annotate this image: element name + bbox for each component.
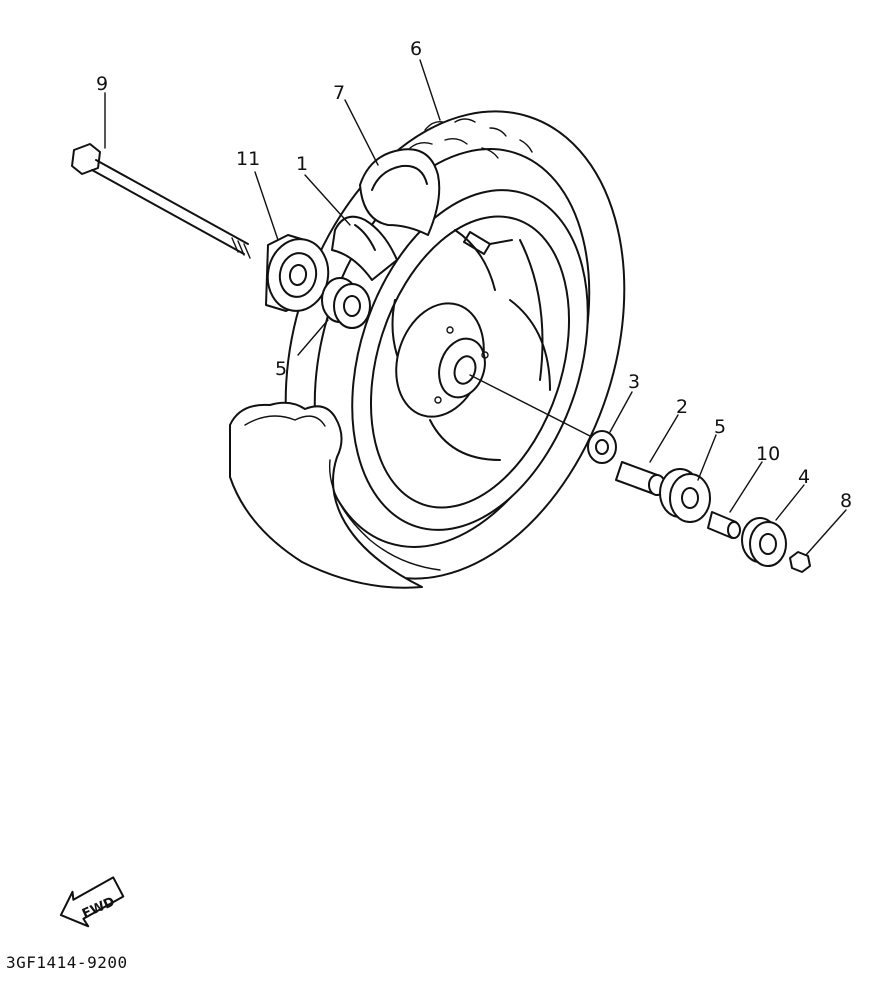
part-labels: 9 11 1 7 6 5 3 2 5 10 4 8: [96, 38, 852, 512]
part-label-1: 1: [296, 153, 308, 175]
oil-seal-part-4: [741, 517, 787, 567]
bearing-left: [321, 277, 371, 329]
part-label-5-left: 5: [275, 358, 287, 380]
drawing-code: 3GF1414-9200: [6, 953, 128, 972]
collar-part-3: [587, 430, 617, 464]
axle-bolt: [71, 143, 251, 259]
tube-part-7: [359, 148, 441, 236]
part-label-3: 3: [628, 371, 640, 393]
part-label-11: 11: [236, 148, 260, 170]
spacer-part-2: [615, 461, 666, 496]
part-label-7: 7: [333, 82, 345, 104]
part-label-4: 4: [798, 466, 810, 488]
wheel-hub: [395, 302, 489, 418]
part-label-10: 10: [756, 443, 780, 465]
valve-stem: [463, 231, 513, 255]
nut-part-8: [789, 551, 811, 573]
part-label-9: 9: [96, 73, 108, 95]
tire-cutaway: [229, 401, 441, 589]
part-label-2: 2: [676, 396, 688, 418]
leader-lines: [104, 59, 847, 556]
collar-part-10: [707, 511, 741, 539]
part-label-5-right: 5: [714, 416, 726, 438]
gear-unit-part-11: [265, 234, 330, 312]
bearing-right: [659, 468, 711, 523]
part-label-8: 8: [840, 490, 852, 512]
rim-band-part-1: [331, 215, 398, 281]
fwd-arrow: FWD: [59, 876, 125, 928]
part-label-6: 6: [410, 38, 422, 60]
